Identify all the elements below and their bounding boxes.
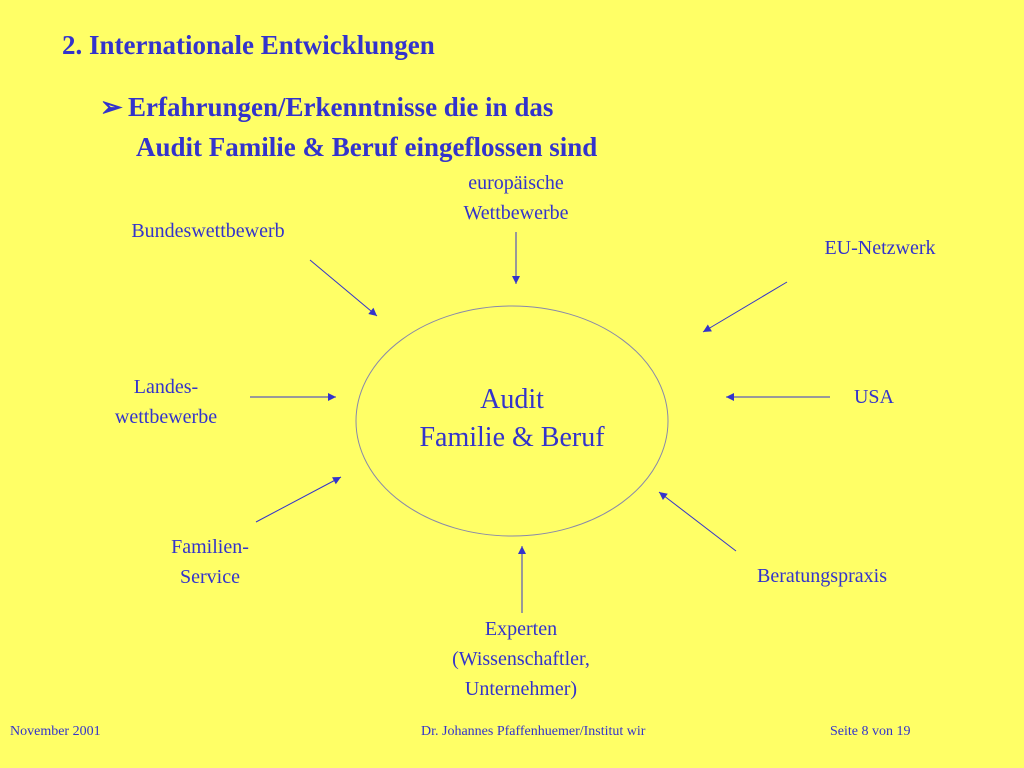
subtitle-line-1: ➢Erfahrungen/Erkenntnisse die in das <box>100 90 553 124</box>
node-bundes: Bundeswettbewerb <box>96 216 320 246</box>
node-usa: USA <box>834 382 914 412</box>
node-experten-line-2: (Wissenschaftler, <box>452 648 590 670</box>
node-familien-line-1: Familien- <box>171 536 249 558</box>
arrow-beratung <box>658 491 737 552</box>
node-europaeische: europäische Wettbewerbe <box>426 168 606 228</box>
center-label: Audit Familie & Beruf <box>356 381 668 457</box>
center-label-line-1: Audit <box>480 384 544 415</box>
node-europaeische-line-1: europäische <box>468 172 564 194</box>
node-beratung-line-1: Beratungspraxis <box>757 565 887 587</box>
node-eu-line-1: EU-Netzwerk <box>824 237 936 259</box>
subtitle-text-1: Erfahrungen/Erkenntnisse die in das <box>128 92 554 122</box>
footer-author: Dr. Johannes Pfaffenhuemer/Institut wir <box>421 724 646 739</box>
footer-page: Seite 8 von 19 <box>830 724 911 739</box>
arrow-eu <box>702 281 788 333</box>
node-landes-line-1: Landes- <box>133 376 199 398</box>
slide-title: 2. Internationale Entwicklungen <box>62 30 435 60</box>
arrow-bullet-icon: ➢ <box>100 92 123 122</box>
node-usa-line-1: USA <box>853 386 894 408</box>
node-experten: Experten (Wissenschaftler, Unternehmer) <box>406 614 636 704</box>
node-experten-line-3: Unternehmer) <box>464 678 578 700</box>
node-familien-line-2: Service <box>180 566 240 588</box>
node-experten-line-1: Experten <box>484 618 558 640</box>
node-bundes-line-1: Bundeswettbewerb <box>131 220 285 242</box>
node-beratung: Beratungspraxis <box>724 561 920 591</box>
node-eu: EU-Netzwerk <box>790 233 970 263</box>
center-ellipse <box>355 305 669 537</box>
subtitle-line-2: Audit Familie & Beruf eingeflossen sind <box>136 132 598 162</box>
node-europaeische-line-2: Wettbewerbe <box>463 202 569 224</box>
center-label-line-2: Familie & Beruf <box>419 422 605 453</box>
node-familien: Familien- Service <box>130 532 290 592</box>
node-landes-line-2: wettbewerbe <box>114 406 218 428</box>
node-landes: Landes- wettbewerbe <box>80 372 252 432</box>
arrow-bundes <box>309 259 378 317</box>
arrow-familien <box>255 476 342 523</box>
footer-date: November 2001 <box>10 724 101 739</box>
